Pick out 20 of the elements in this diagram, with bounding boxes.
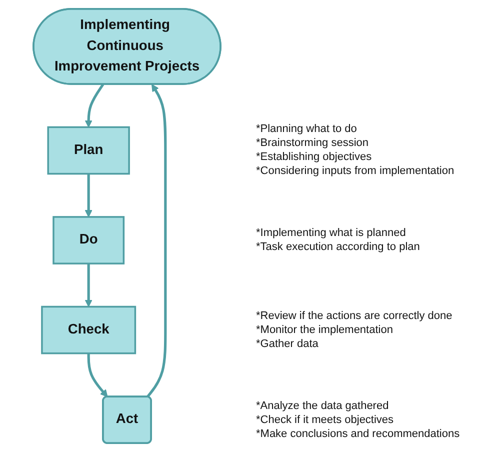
bullet-text: *Check if it meets objectives — [256, 412, 394, 427]
node-box: Check — [41, 306, 136, 354]
bullet-text: *Review if the actions are correctly done — [256, 309, 452, 323]
bullet-text: *Implementing what is planned — [256, 226, 406, 240]
bullet-text: *Make conclusions and recommendations — [256, 426, 460, 441]
node-box: Plan — [47, 126, 130, 175]
bullet-text: *Task execution according to plan — [256, 240, 420, 254]
bullet-text: *Planning what to do — [256, 122, 357, 136]
bullet-text: *Analyze the data gathered — [256, 398, 389, 413]
node-box: Do — [52, 216, 125, 264]
bullet-text: *Brainstorming session — [256, 136, 368, 150]
arrow — [146, 84, 167, 398]
bullet-text: *Establishing objectives — [256, 150, 372, 164]
arrow — [87, 353, 108, 398]
arrow — [84, 174, 92, 218]
bullet-text: *Considering inputs from implementation — [256, 164, 454, 178]
bullet-text: *Monitor the implementation — [256, 323, 393, 337]
arrow — [84, 264, 92, 308]
arrow — [84, 84, 104, 128]
bullet-text: *Gather data — [256, 337, 318, 351]
